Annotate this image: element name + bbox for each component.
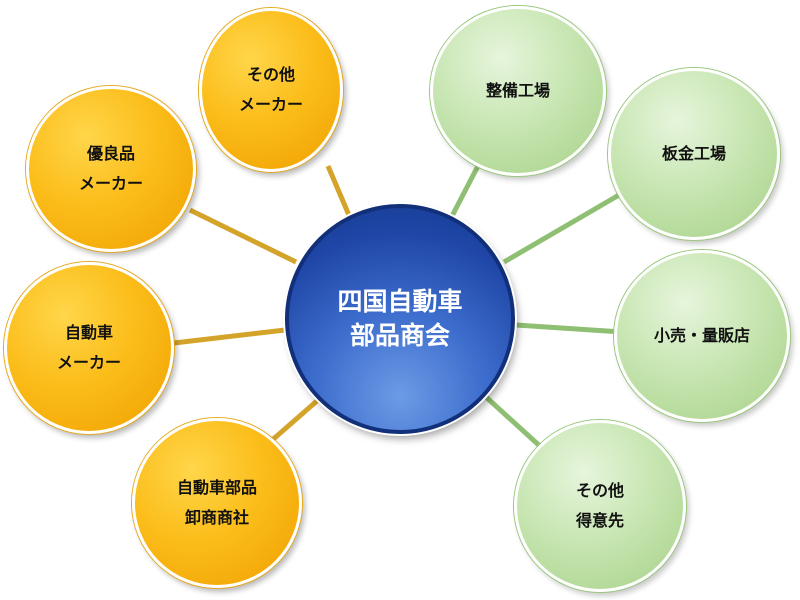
node-retail-mass: 小売・量販店	[614, 250, 790, 422]
connector-retail-mass	[515, 322, 623, 335]
connector-quality-parts-maker	[188, 207, 298, 265]
node-body-shop: 板金工場	[608, 68, 780, 240]
node-car-maker: 自動車 メーカー	[4, 262, 174, 434]
node-quality-parts-maker: 優良品 メーカー	[26, 86, 196, 252]
node-parts-wholesaler: 自動車部品 卸商商社	[132, 418, 302, 588]
connector-parts-wholesaler	[268, 398, 320, 444]
node-parts-wholesaler-line-1: 自動車部品	[176, 478, 257, 497]
connector-maintenance-shop	[447, 160, 483, 222]
node-quality-parts-maker-line-2: メーカー	[78, 174, 143, 193]
node-retail-mass-line-1: 小売・量販店	[653, 326, 750, 345]
connector-body-shop	[502, 192, 621, 265]
node-other-maker: その他 メーカー	[199, 8, 343, 172]
node-other-customers: その他 得意先	[514, 420, 686, 592]
connector-other-maker	[325, 165, 354, 221]
node-body-shop-line-1: 板金工場	[661, 144, 726, 163]
node-other-customers-line-2: 得意先	[575, 511, 624, 530]
node-center-company: 四国自動車 部品商会	[285, 204, 515, 434]
node-car-maker-line-1: 自動車	[64, 323, 113, 342]
node-maintenance-shop-line-1: 整備工場	[485, 81, 550, 100]
node-parts-wholesaler-line-2: 卸商商社	[184, 508, 249, 527]
node-other-maker-line-2: メーカー	[238, 95, 303, 114]
node-car-maker-line-2: メーカー	[56, 353, 121, 372]
node-other-customers-line-1: その他	[575, 481, 624, 500]
node-quality-parts-maker-line-1: 優良品	[86, 144, 135, 163]
center-title-line-1: 四国自動車	[337, 287, 463, 316]
connector-other-customers	[484, 395, 544, 450]
center-title-line-2: 部品商会	[349, 321, 450, 350]
node-other-maker-line-1: その他	[246, 65, 295, 84]
node-maintenance-shop: 整備工場	[430, 6, 606, 176]
connector-car-maker	[173, 327, 286, 346]
